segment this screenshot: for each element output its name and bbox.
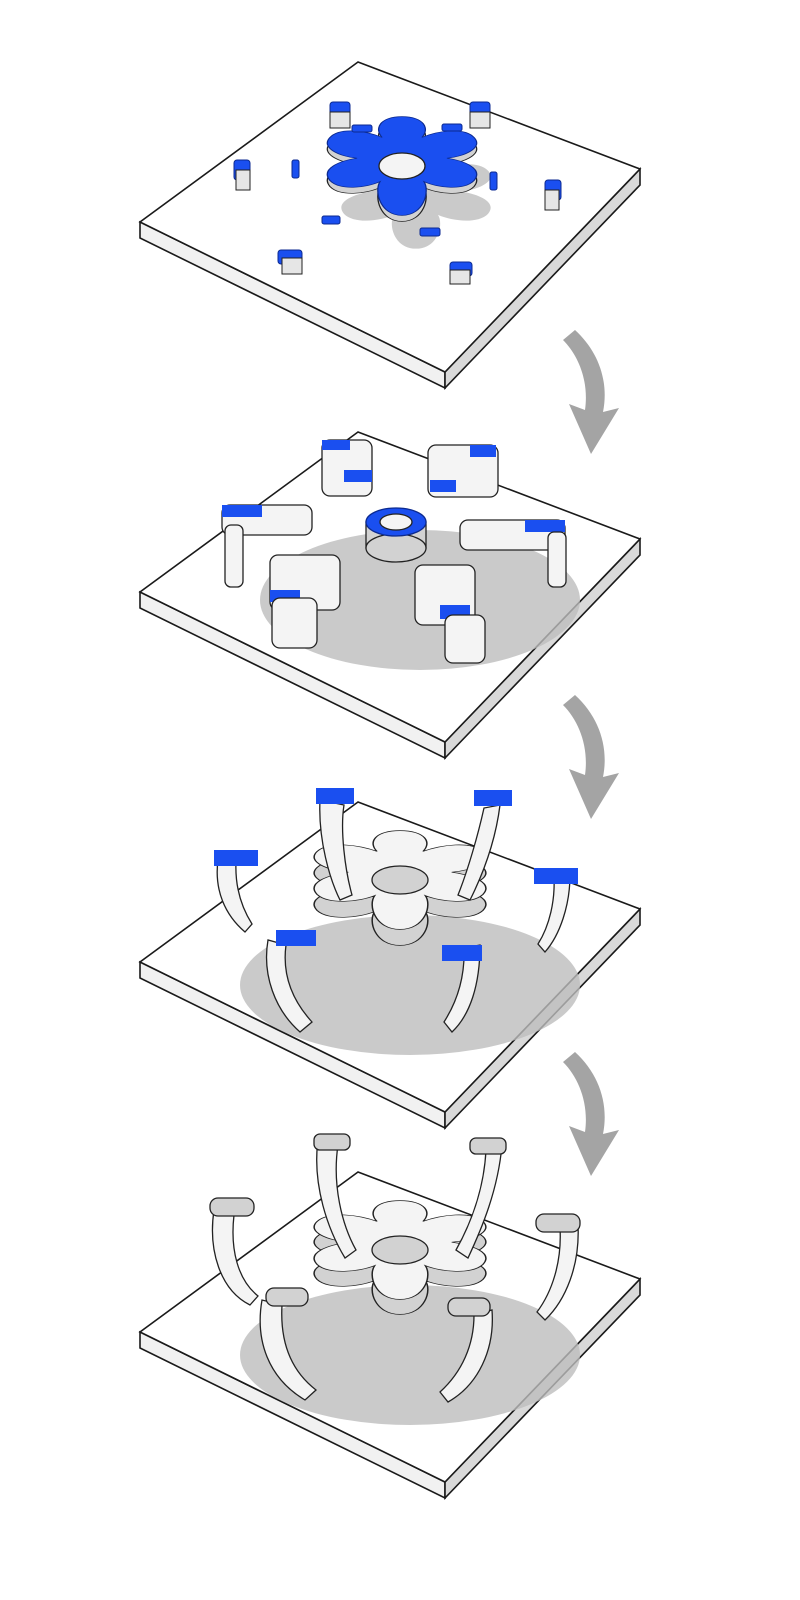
leg-3 — [214, 850, 258, 933]
leg-3 — [221, 504, 313, 588]
pin-piece-sides — [235, 111, 560, 285]
folded-legs — [214, 788, 578, 1033]
stage-4 — [138, 1133, 642, 1500]
leg-2 — [455, 1137, 507, 1259]
process-arrow-3 — [563, 1052, 619, 1176]
leg-2 — [427, 444, 499, 498]
assembly-shadow — [240, 915, 580, 1055]
stage-1 — [138, 61, 642, 390]
star-hub — [313, 829, 487, 947]
leg-6 — [414, 564, 486, 664]
stage-3 — [138, 788, 642, 1130]
leg-2 — [457, 790, 512, 901]
leg-5 — [269, 554, 341, 649]
leg-4 — [535, 1213, 581, 1321]
leg-6 — [442, 944, 482, 1033]
leg-3 — [209, 1197, 259, 1306]
leg-assemblies — [221, 439, 567, 664]
finished-legs — [209, 1133, 581, 1403]
leg-1 — [321, 439, 373, 497]
stage-2 — [138, 431, 642, 760]
leg-5 — [259, 1287, 318, 1401]
process-arrow-1 — [563, 330, 619, 454]
hub-ring — [365, 507, 427, 563]
process-arrow-2 — [563, 695, 619, 819]
star-hub — [313, 1199, 487, 1316]
leg-4 — [534, 868, 578, 953]
leg-4 — [459, 519, 567, 588]
leg-6 — [439, 1297, 493, 1403]
leg-1 — [316, 788, 354, 901]
printed-parts — [233, 101, 562, 285]
leg-5 — [265, 930, 316, 1033]
leg-1 — [313, 1133, 357, 1259]
assembly-shadow — [240, 1285, 580, 1425]
